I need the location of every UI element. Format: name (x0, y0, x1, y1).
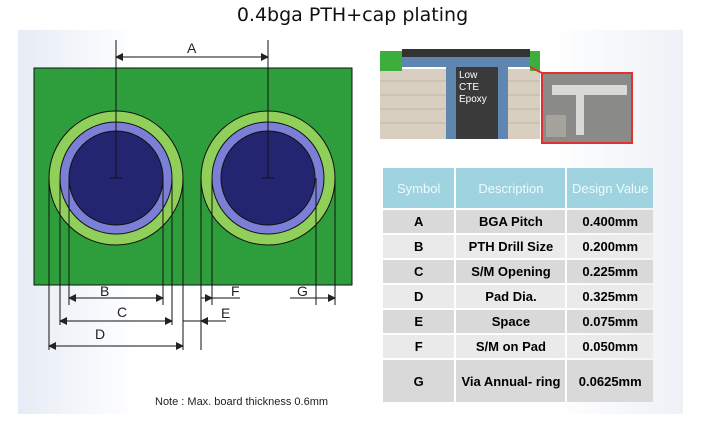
table-header-row: Symbol Description Design Value (383, 168, 653, 208)
dim-label-e: E (221, 305, 230, 321)
table-row: C S/M Opening 0.225mm (383, 260, 653, 283)
dim-label-g: G (297, 283, 308, 299)
cell-description: S/M on Pad (456, 335, 566, 358)
cell-description: PTH Drill Size (456, 235, 566, 258)
epoxy-label-3: Epoxy (459, 94, 487, 105)
cell-value: 0.400mm (567, 210, 653, 233)
table-row: A BGA Pitch 0.400mm (383, 210, 653, 233)
cell-value: 0.075mm (567, 310, 653, 333)
cell-description: S/M Opening (456, 260, 566, 283)
epoxy-label-1: Low (459, 70, 478, 81)
cell-value: 0.050mm (567, 335, 653, 358)
cell-description: Space (456, 310, 566, 333)
dim-label-b: B (100, 283, 109, 299)
cross-section-inset: Low CTE Epoxy (380, 45, 633, 145)
laminate-right (508, 69, 540, 139)
laminate-left (380, 69, 446, 139)
cell-value: 0.200mm (567, 235, 653, 258)
cell-symbol: G (383, 360, 455, 402)
cell-description: Via Annual- ring (456, 360, 566, 402)
cell-value: 0.325mm (567, 285, 653, 308)
header-description: Description (456, 168, 566, 208)
table-row: G Via Annual- ring 0.0625mm (383, 360, 653, 402)
cell-symbol: D (383, 285, 455, 308)
cell-value: 0.0625mm (567, 360, 653, 402)
header-symbol: Symbol (383, 168, 455, 208)
design-value-table: Symbol Description Design Value A BGA Pi… (381, 166, 655, 404)
table-row: E Space 0.075mm (383, 310, 653, 333)
dim-label-c: C (117, 304, 127, 320)
table-row: B PTH Drill Size 0.200mm (383, 235, 653, 258)
board-thickness-note: Note : Max. board thickness 0.6mm (155, 396, 329, 408)
dim-label-a: A (187, 40, 197, 56)
table-row: D Pad Dia. 0.325mm (383, 285, 653, 308)
cell-symbol: E (383, 310, 455, 333)
dim-label-d: D (95, 326, 105, 342)
dim-label-f: F (231, 283, 240, 299)
cell-value: 0.225mm (567, 260, 653, 283)
cell-description: Pad Dia. (456, 285, 566, 308)
cell-symbol: C (383, 260, 455, 283)
epoxy-fill (456, 67, 498, 139)
epoxy-label-2: CTE (459, 82, 479, 93)
table-row: F S/M on Pad 0.050mm (383, 335, 653, 358)
cell-symbol: B (383, 235, 455, 258)
header-value: Design Value (567, 168, 653, 208)
cell-symbol: A (383, 210, 455, 233)
cell-description: BGA Pitch (456, 210, 566, 233)
cell-symbol: F (383, 335, 455, 358)
page-title: 0.4bga PTH+cap plating (236, 4, 469, 26)
